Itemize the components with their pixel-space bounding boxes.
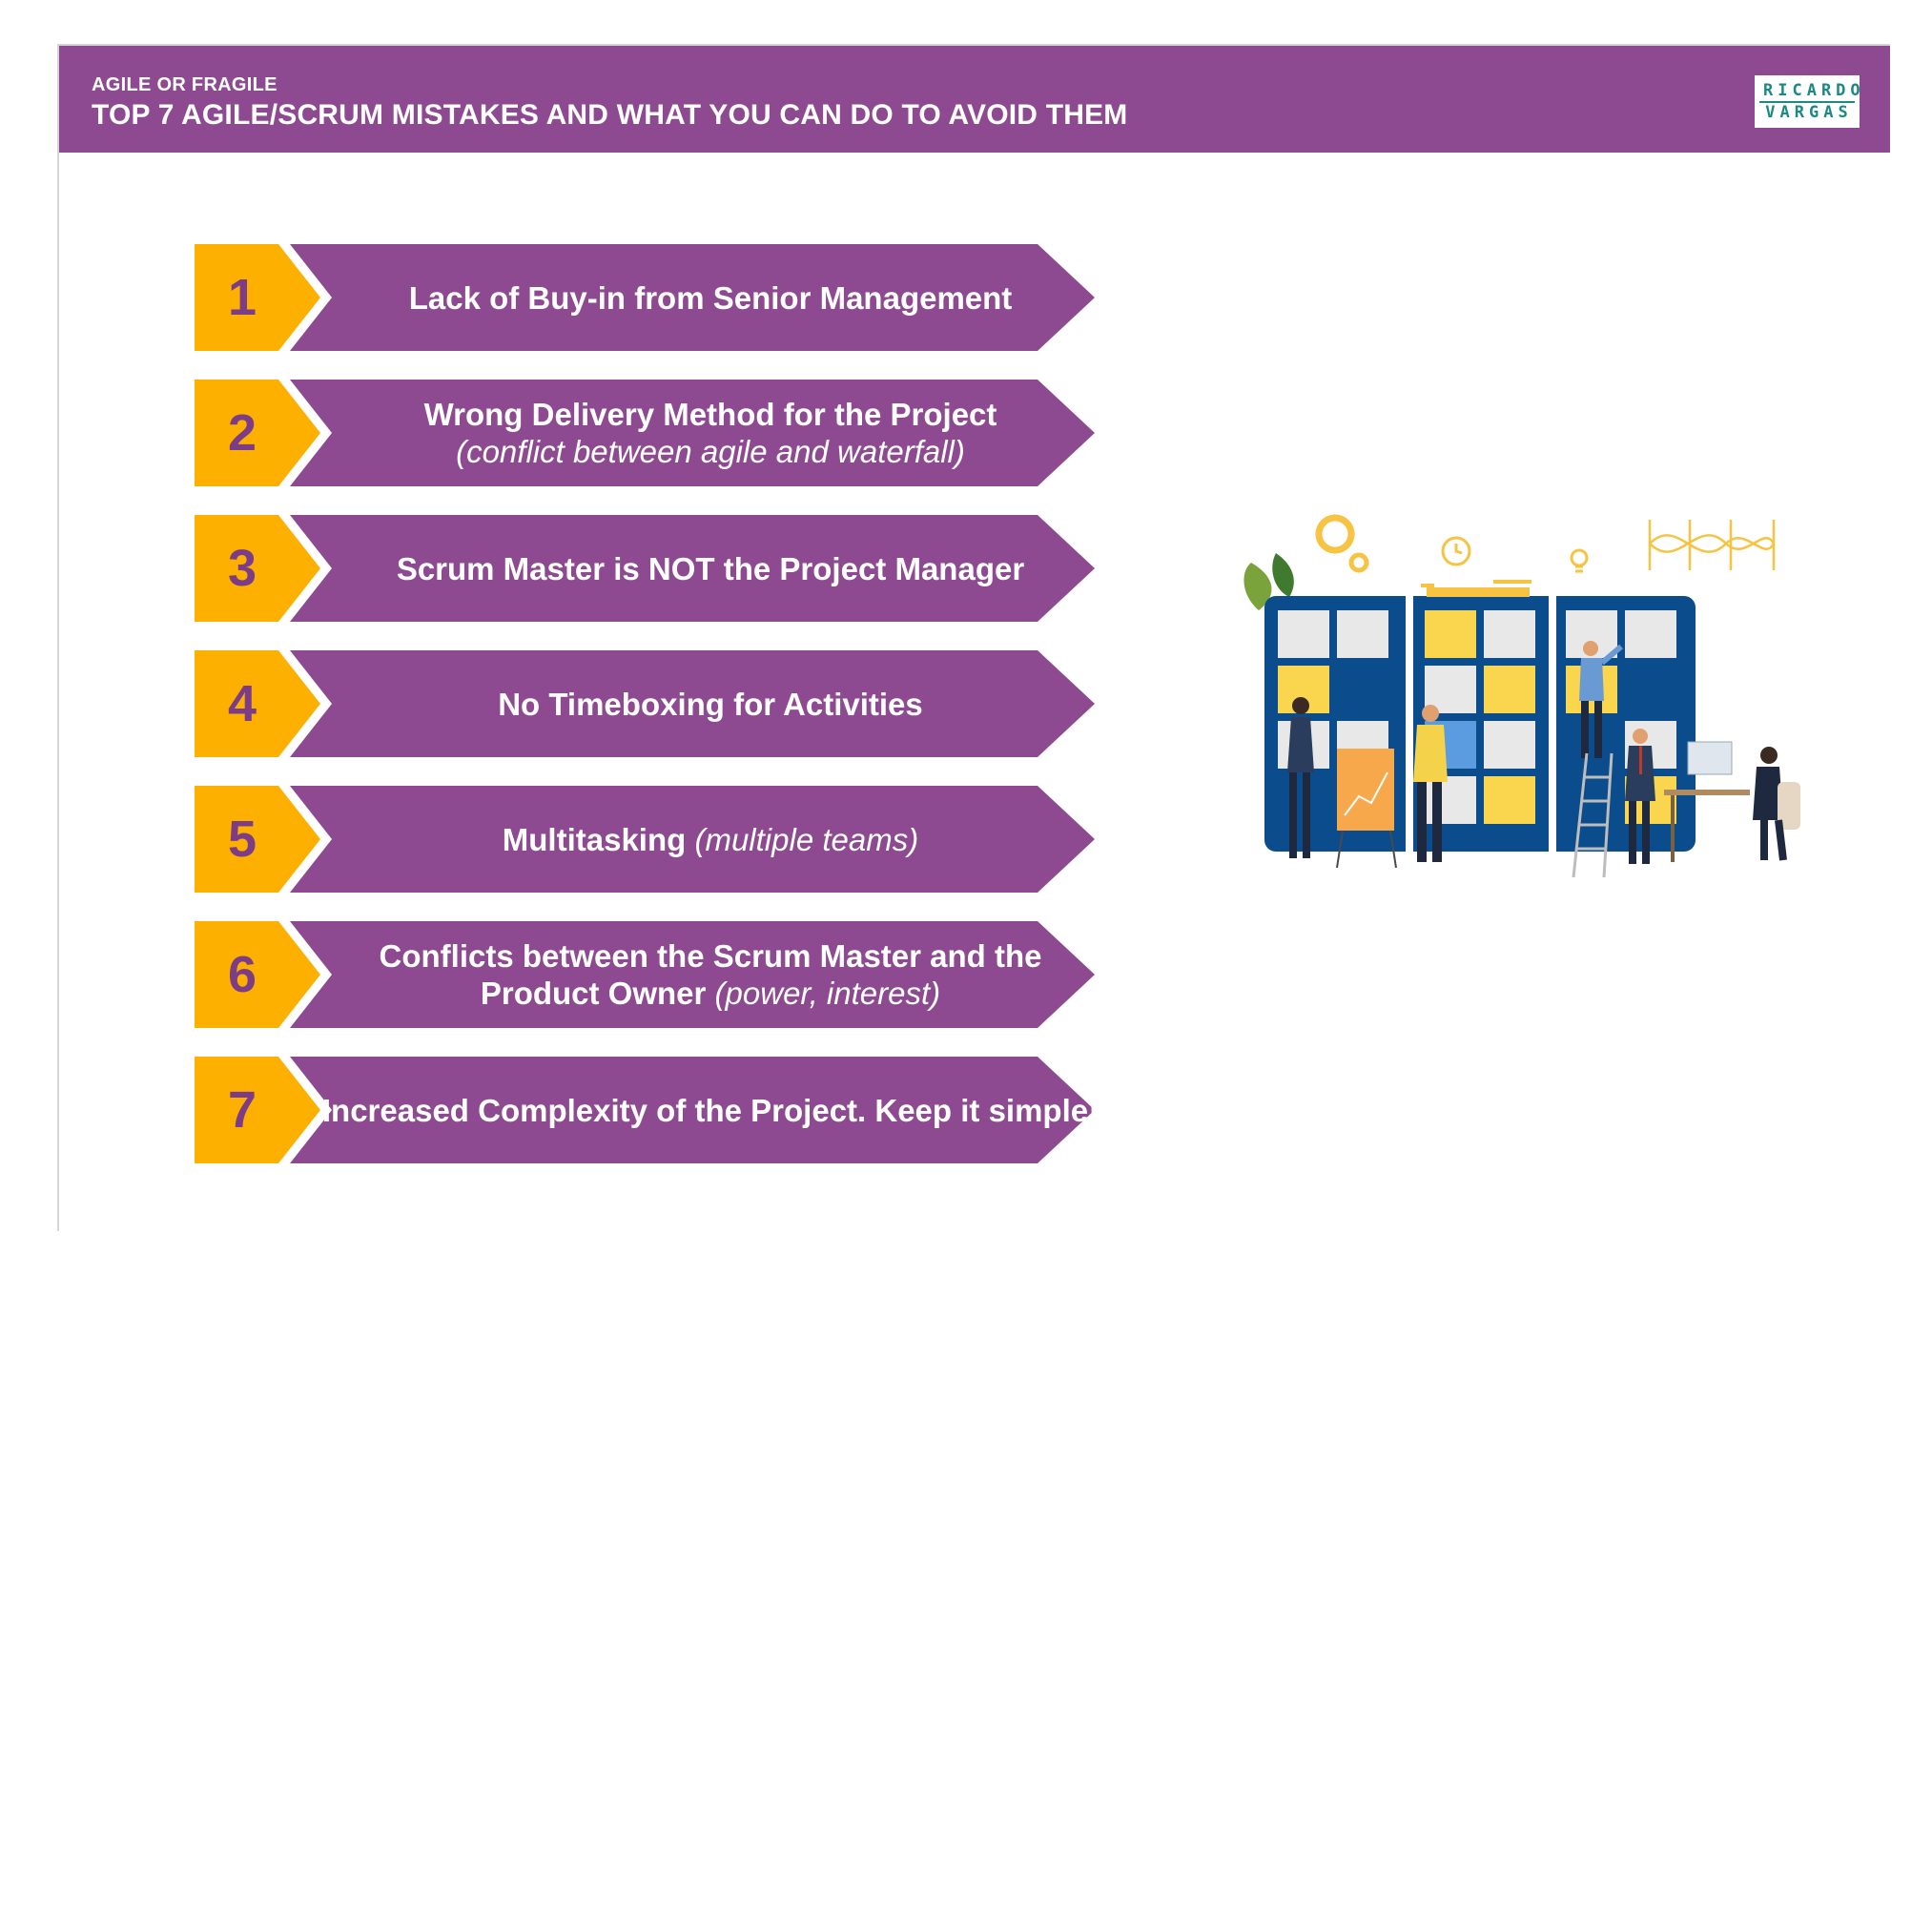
chevron-arrow-shape	[195, 244, 1095, 351]
mistake-item-3: 3 Scrum Master is NOT the Project Manage…	[195, 515, 1190, 622]
gear-icon	[1315, 514, 1369, 573]
mistake-note: (multiple teams)	[694, 821, 919, 857]
mistake-number: 6	[227, 946, 257, 1003]
mistake-number: 5	[227, 811, 257, 868]
mistake-number: 7	[227, 1081, 257, 1139]
kanban-team-illustration	[1243, 514, 1800, 878]
header-kicker: AGILE OR FRAGILE	[92, 74, 277, 95]
page-title: TOP 7 AGILE/SCRUM MISTAKES AND WHAT YOU …	[92, 99, 1128, 131]
mistake-text: Conflicts between the Scrum Master and t…	[286, 921, 1135, 1028]
mistake-item-5: 5 Multitasking (multiple teams)	[195, 786, 1190, 893]
clock-icon	[1441, 536, 1471, 566]
logo-line-2: VARGAS	[1765, 102, 1853, 122]
mistake-title: Lack of Buy-in from Senior Management	[408, 279, 1013, 316]
mistake-item-6: 6 Conflicts between the Scrum Master and…	[195, 921, 1190, 1028]
mistake-text: Wrong Delivery Method for the Project (c…	[286, 380, 1135, 486]
mistake-title: Scrum Master is NOT the Project Manager	[396, 550, 1025, 586]
team-member-figures	[1287, 641, 1655, 878]
mistake-title: Conflicts between the Scrum Master and t…	[379, 938, 1042, 974]
chevron-arrow-shape	[195, 515, 1095, 622]
mistake-text: Increased Complexity of the Project. Kee…	[286, 1057, 1135, 1163]
mistake-number: 3	[227, 540, 257, 597]
chevron-arrow-shape	[195, 786, 1095, 893]
mistake-number: 1	[227, 269, 257, 326]
ricardo-vargas-logo: RICARDO VARGAS	[1755, 75, 1860, 128]
mistake-text: No Timeboxing for Activities	[286, 650, 1135, 757]
mistake-text: Scrum Master is NOT the Project Manager	[286, 515, 1135, 622]
desk-workstation	[1664, 741, 1800, 862]
mistake-number: 4	[227, 675, 257, 732]
mistake-number: 2	[227, 404, 257, 462]
mistake-note: (power, interest)	[714, 976, 941, 1011]
flip-chart	[1336, 749, 1397, 869]
mistake-item-1: 1 Lack of Buy-in from Senior Management	[195, 244, 1190, 351]
mistake-title: Multitasking	[502, 821, 687, 857]
mistake-text: Multitasking (multiple teams)	[286, 786, 1135, 893]
logo-line-1: RICARDO	[1759, 81, 1860, 103]
mistake-item-2: 2 Wrong Delivery Method for the Project …	[195, 380, 1190, 486]
wave-chart-icon	[1648, 520, 1776, 570]
chevron-arrow-shape	[195, 380, 1095, 486]
mistake-title: Increased Complexity of the Project. Kee…	[321, 1092, 1100, 1128]
mistake-title: No Timeboxing for Activities	[498, 686, 923, 722]
mistake-title-cont: Product Owner	[480, 976, 707, 1011]
mistake-note: (conflict between agile and waterfall)	[456, 434, 965, 469]
mistake-item-7: 7 Increased Complexity of the Project. K…	[195, 1057, 1190, 1163]
mistake-item-4: 4 No Timeboxing for Activities	[195, 650, 1190, 757]
header-bar: AGILE OR FRAGILE TOP 7 AGILE/SCRUM MISTA…	[59, 46, 1890, 153]
mistake-text: Lack of Buy-in from Senior Management	[286, 244, 1135, 351]
mistake-title: Wrong Delivery Method for the Project	[423, 397, 997, 432]
lightbulb-icon	[1570, 548, 1589, 573]
chevron-arrow-shape	[195, 921, 1095, 1028]
chevron-arrow-shape	[195, 1057, 1095, 1163]
plant-decoration	[1243, 553, 1294, 610]
chevron-arrow-shape	[195, 650, 1095, 757]
